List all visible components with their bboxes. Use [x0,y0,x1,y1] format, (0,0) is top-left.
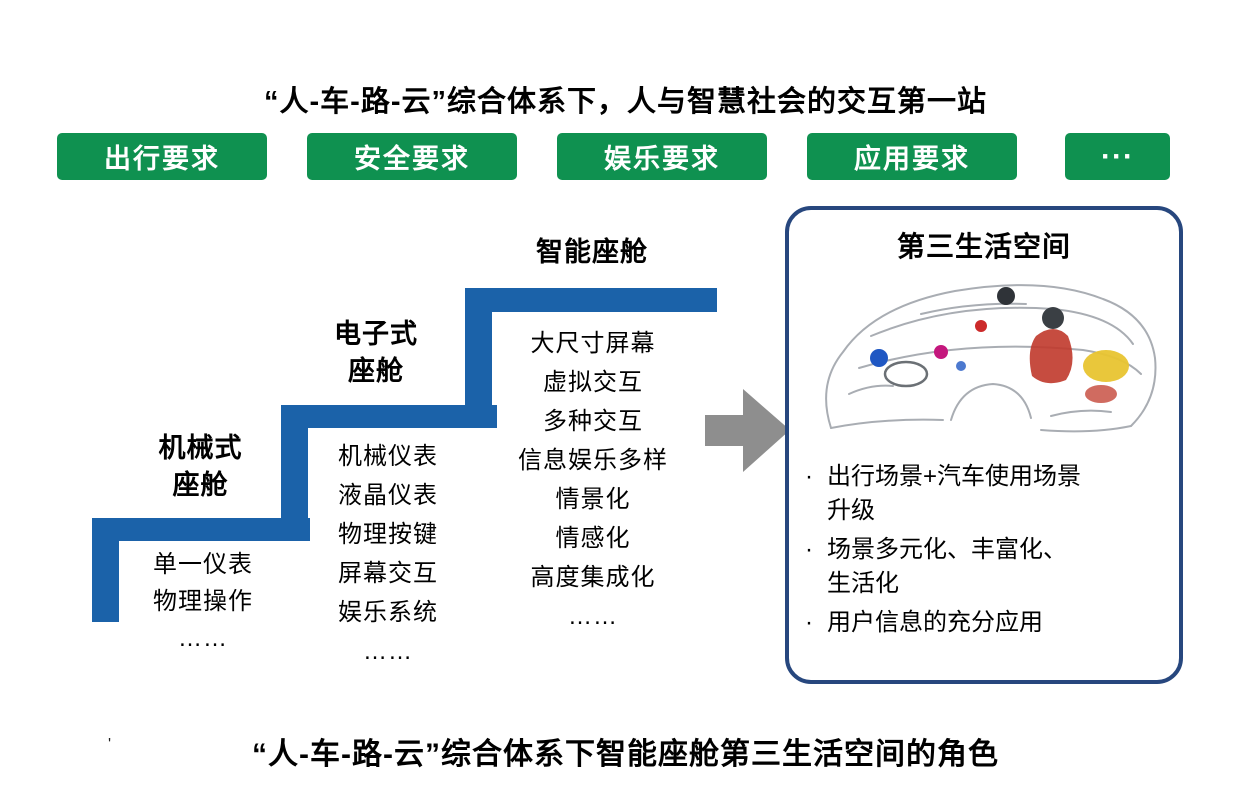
stage-label-electronic-cockpit: 电子式 座舱 [312,316,440,390]
features-electronic-cockpit: 机械仪表 液晶仪表 物理按键 屏幕交互 娱乐系统 …… [293,437,483,671]
bullet-text: 场景多元化、丰富化、 生活化 [827,536,1067,597]
feature-item: 液晶仪表 [338,482,438,509]
stair-step-3-riser [465,288,492,410]
requirement-button-safety: 安全要求 [307,133,517,180]
requirement-button-travel: 出行要求 [57,133,267,180]
bullet-marker: · [805,463,813,490]
stair-step-1-riser [92,518,119,622]
feature-item: …… [363,638,413,665]
stage-label-line: 电子式 [334,319,418,349]
third-living-space-box: 第三生活空间 [785,206,1183,684]
feature-item: 多种交互 [543,408,643,435]
stage-label-smart-cockpit: 智能座舱 [492,234,692,271]
bullet-marker: · [805,536,813,563]
stage-label-line: 座舱 [172,470,229,500]
bullet-item: · 用户信息的充分应用 [805,606,1173,640]
stage-label-line: 智能座舱 [536,237,648,267]
figure-caption-bottom: “人-车-路-云”综合体系下智能座舱第三生活空间的角色 [252,738,999,771]
bullet-item: · 出行场景+汽车使用场景 升级 [805,460,1173,528]
feature-item: …… [568,603,618,630]
third-space-title: 第三生活空间 [896,231,1071,262]
stage-label-line: 座舱 [348,356,404,386]
stage-label-mechanical-cockpit: 机械式 座舱 [128,430,273,504]
arrow-right-icon [705,389,790,472]
feature-item: 单一仪表 [153,551,253,578]
feature-item: 娱乐系统 [338,599,438,626]
feature-item: 机械仪表 [338,443,438,470]
feature-item: 虚拟交互 [543,369,643,396]
feature-item: 信息娱乐多样 [518,447,668,474]
stair-step-2-bar [281,405,497,428]
features-mechanical-cockpit: 单一仪表 物理操作 …… [108,546,298,657]
stair-step-3-bar [465,288,717,312]
requirement-button-entertainment: 娱乐要求 [557,133,767,180]
requirement-button-application: 应用要求 [807,133,1017,180]
feature-item: 物理操作 [153,588,253,615]
third-space-bullet-list: · 出行场景+汽车使用场景 升级 · 场景多元化、丰富化、 生活化 · 用户信息… [805,460,1173,645]
requirement-button-more: ··· [1065,133,1170,180]
stray-mark: ' [108,736,112,753]
car-interior-sketch [825,284,1157,433]
feature-item: 情感化 [555,525,631,552]
figure-title-top: “人-车-路-云”综合体系下，人与智慧社会的交互第一站 [264,86,987,118]
bullet-item: · 场景多元化、丰富化、 生活化 [805,533,1173,601]
feature-item: 大尺寸屏幕 [530,330,656,357]
feature-item: 情景化 [555,486,631,513]
feature-item: 物理按键 [338,521,438,548]
feature-item: 高度集成化 [530,564,656,591]
feature-item: 屏幕交互 [338,560,438,587]
stage-label-line: 机械式 [158,433,243,463]
bullet-text: 用户信息的充分应用 [827,609,1043,636]
stair-step-1-bar [92,518,310,541]
features-smart-cockpit: 大尺寸屏幕 虚拟交互 多种交互 信息娱乐多样 情景化 情感化 高度集成化 …… [468,324,718,636]
bullet-marker: · [805,609,813,636]
stair-step-2-riser [281,405,308,523]
bullet-text: 出行场景+汽车使用场景 升级 [827,463,1082,524]
feature-item: …… [178,625,228,652]
